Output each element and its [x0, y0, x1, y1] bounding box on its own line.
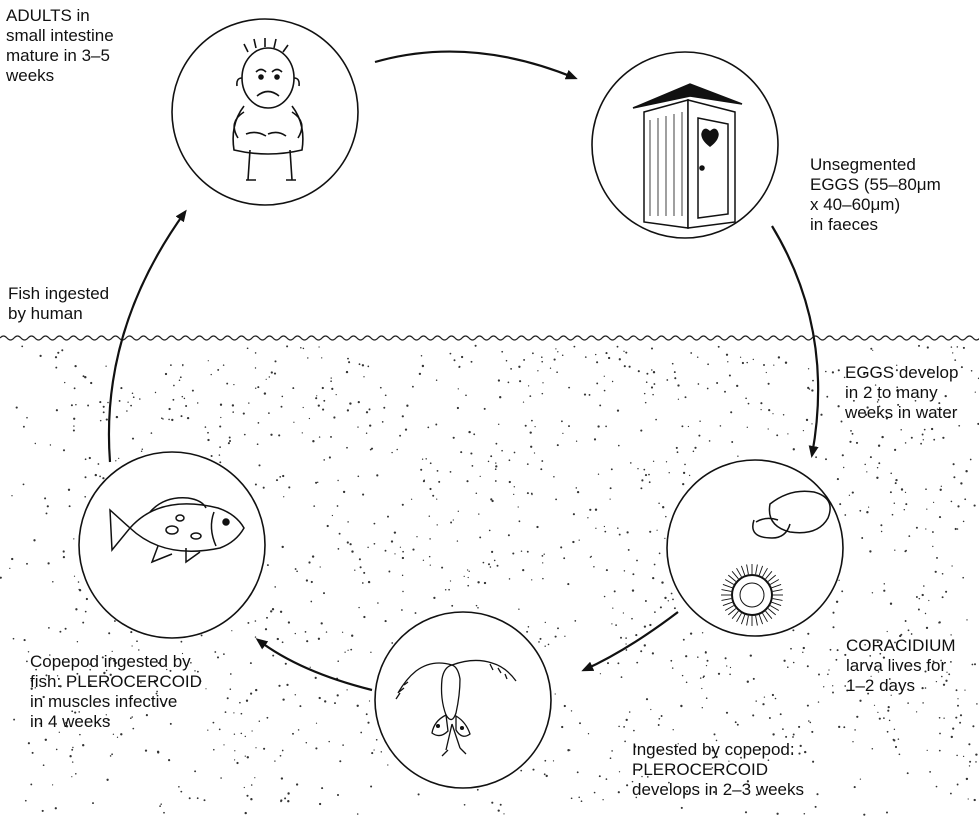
arrow-coracidium-to-copepod [581, 611, 679, 672]
outhouse-icon [632, 83, 743, 229]
label-coracidium: CORACIDIUM larva lives for 1–2 days [846, 636, 956, 695]
coracidium-larva-icon [721, 490, 831, 626]
copepod-icon [395, 659, 517, 757]
label-adults: ADULTS in small intestine mature in 3–5 … [6, 6, 114, 85]
arrow-eggs-to-water [771, 225, 820, 458]
label-eggs: Unsegmented EGGS (55–80μm x 40–60μm) in … [810, 155, 941, 234]
arrow-fish-to-human [107, 209, 187, 463]
arrow-copepod-to-fish [255, 638, 373, 692]
label-copepod: Ingested by copepod: PLEROCERCOID develo… [632, 740, 805, 799]
stage-circle-adults [171, 18, 359, 206]
label-human-ingestion: Fish ingested by human [8, 284, 110, 323]
stage-circle-copepod [374, 611, 552, 789]
label-egg-development: EGGS develop in 2 to many weeks in water [845, 363, 959, 422]
fish-icon [109, 497, 245, 564]
water-surface-line [0, 335, 979, 341]
label-fish: Copepod ingested by fish: PLEROCERCOID i… [30, 652, 202, 731]
arrow-adults-to-eggs [374, 50, 578, 80]
sick-human-icon [232, 38, 304, 181]
